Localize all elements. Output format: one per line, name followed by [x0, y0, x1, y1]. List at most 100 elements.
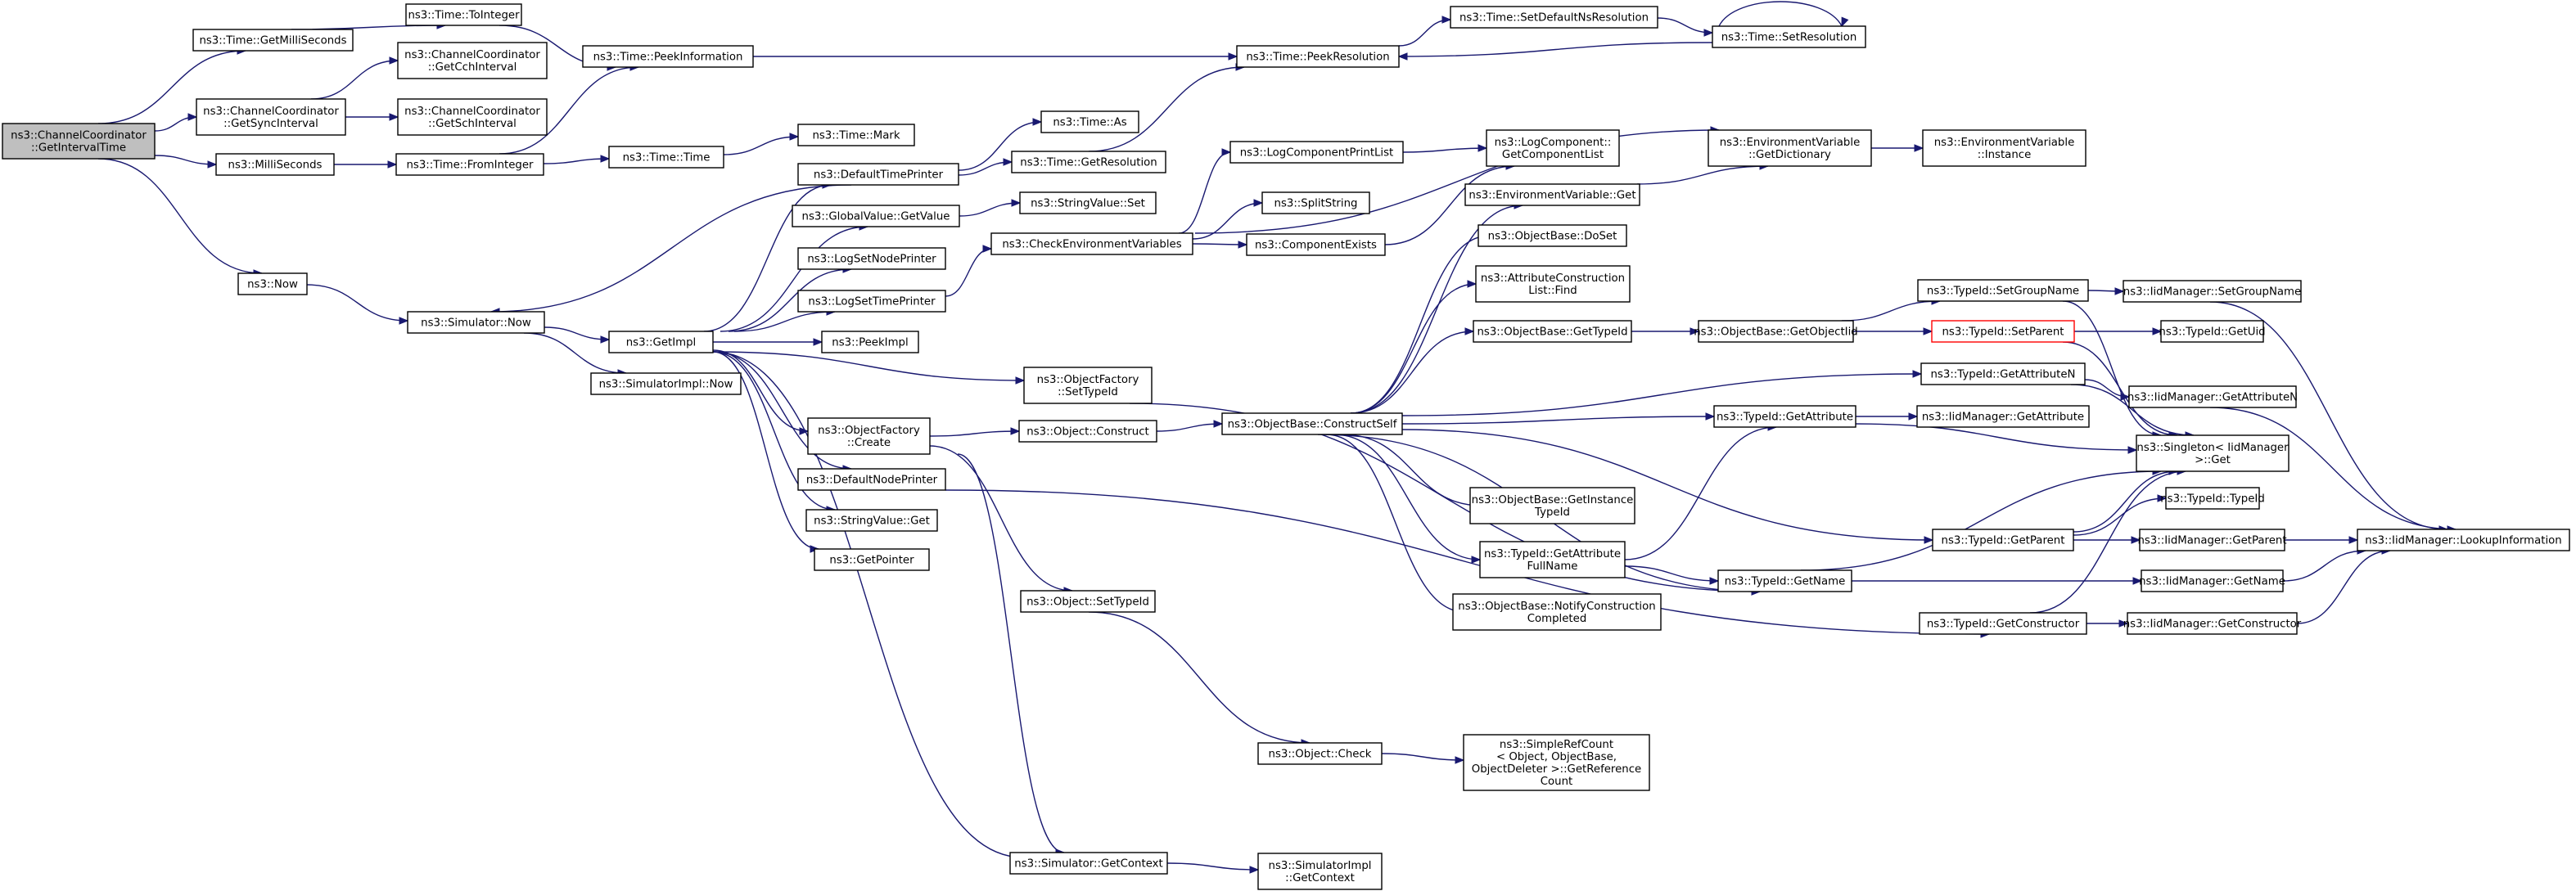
node-label: ns3::Time::ToInteger — [408, 10, 520, 22]
node-env-get[interactable]: ns3::EnvironmentVariable::Get — [1464, 183, 1640, 206]
node-def-time-pr[interactable]: ns3::DefaultTimePrinter — [797, 163, 959, 186]
node-to-integer[interactable]: ns3::Time::ToInteger — [405, 3, 522, 26]
node-env-inst[interactable]: ns3::EnvironmentVariable::Instance — [1922, 129, 2087, 167]
node-box — [1708, 129, 1872, 167]
node-singleton[interactable]: ns3::Singleton< IidManager>::Get — [2136, 434, 2290, 472]
call-edge — [713, 338, 823, 346]
node-from-int[interactable]: ns3::Time::FromInteger — [395, 153, 544, 176]
node-def-node-pr[interactable]: ns3::DefaultNodePrinter — [797, 468, 946, 491]
node-iid-lookup[interactable]: ns3::IidManager::LookupInformation — [2357, 529, 2570, 551]
node-iid-get-attr[interactable]: ns3::IidManager::GetAttribute — [1916, 405, 2090, 428]
node-peek-impl[interactable]: ns3::PeekImpl — [821, 331, 919, 353]
node-label: List::Find — [1528, 285, 1577, 297]
node-iid-get-attr-n[interactable]: ns3::IidManager::GetAttributeN — [2127, 385, 2298, 408]
node-box — [237, 272, 308, 295]
node-tid-get-parent[interactable]: ns3::TypeId::GetParent — [1932, 529, 2074, 551]
node-milli[interactable]: ns3::MilliSeconds — [215, 153, 335, 176]
node-time-mark[interactable]: ns3::Time::Mark — [797, 124, 915, 146]
node-box — [1020, 590, 1156, 613]
node-sim-now[interactable]: ns3::Simulator::Now — [407, 311, 545, 334]
node-simple-ref[interactable]: ns3::SimpleRefCount< Object, ObjectBase,… — [1463, 734, 1650, 791]
node-of-create[interactable]: ns3::ObjectFactory::Create — [807, 417, 931, 455]
node-ob-get-oid[interactable]: ns3::ObjectBase::GetObjectIid — [1694, 320, 1858, 343]
node-label: GetComponentList — [1502, 149, 1604, 161]
node-box — [797, 247, 946, 270]
node-log-comp-list[interactable]: ns3::LogComponent::GetComponentList — [1486, 129, 1620, 167]
node-ob-do-set[interactable]: ns3::ObjectBase::DoSet — [1477, 224, 1627, 247]
node-get-milli[interactable]: ns3::Time::GetMilliSeconds — [192, 29, 354, 52]
node-sim-impl-now[interactable]: ns3::SimulatorImpl::Now — [590, 372, 742, 395]
node-gv-get[interactable]: ns3::GlobalValue::GetValue — [792, 205, 960, 227]
node-box — [1922, 129, 2087, 167]
node-label: ns3::SimpleRefCount — [1500, 739, 1613, 751]
node-get-res[interactable]: ns3::Time::GetResolution — [1011, 151, 1166, 173]
node-box — [1018, 420, 1157, 443]
node-tid-get-attr-n[interactable]: ns3::TypeId::GetAttributeN — [1920, 362, 2086, 385]
node-obj-check[interactable]: ns3::Object::Check — [1257, 742, 1383, 765]
node-sim-get-ctx[interactable]: ns3::Simulator::GetContext — [1009, 852, 1168, 875]
node-box — [805, 509, 938, 532]
node-ob-construct-self[interactable]: ns3::ObjectBase::ConstructSelf — [1221, 412, 1403, 435]
node-label: ns3::Now — [247, 279, 298, 291]
node-tid-get-attr[interactable]: ns3::TypeId::GetAttribute — [1713, 405, 1856, 428]
node-label: ns3::Time::GetMilliSeconds — [199, 35, 346, 47]
node-box — [608, 331, 714, 353]
node-of-set-tid[interactable]: ns3::ObjectFactory::SetTypeId — [1023, 367, 1153, 404]
node-get-cch[interactable]: ns3::ChannelCoordinator::GetCchInterval — [397, 42, 548, 79]
node-tid-set-group[interactable]: ns3::TypeId::SetGroupName — [1917, 279, 2089, 302]
node-log-time-pr[interactable]: ns3::LogSetTimePrinter — [797, 290, 946, 313]
node-get-sync[interactable]: ns3::ChannelCoordinator::GetSyncInterval — [196, 98, 346, 136]
node-iid-get-name[interactable]: ns3::IidManager::GetName — [2139, 569, 2285, 592]
node-root[interactable]: ns3::ChannelCoordinator::GetIntervalTime — [2, 123, 156, 160]
node-label: ns3::ObjectBase::NotifyConstruction — [1458, 601, 1655, 613]
node-peek-res[interactable]: ns3::Time::PeekResolution — [1236, 45, 1400, 68]
node-tid-set-parent[interactable]: ns3::TypeId::SetParent — [1931, 320, 2075, 343]
node-get-impl[interactable]: ns3::GetImpl — [608, 331, 714, 353]
node-sv-set[interactable]: ns3::StringValue::Set — [1019, 191, 1157, 214]
node-sv-get[interactable]: ns3::StringValue::Get — [805, 509, 938, 532]
node-set-res[interactable]: ns3::Time::SetResolution — [1712, 25, 1866, 48]
node-iid-set-group[interactable]: ns3::IidManager::SetGroupName — [2123, 280, 2302, 303]
node-sim-impl-ctx[interactable]: ns3::SimulatorImpl::GetContext — [1257, 853, 1383, 890]
node-label: ns3::SimulatorImpl::Now — [599, 379, 733, 391]
node-label: ::GetSyncInterval — [223, 118, 318, 130]
node-label: ns3::TypeId::GetParent — [1942, 535, 2065, 547]
node-box — [1712, 25, 1866, 48]
node-tid-get-uid[interactable]: ns3::TypeId::GetUid — [2159, 320, 2266, 343]
node-box — [1713, 405, 1856, 428]
node-label: < Object, ObjectBase, — [1496, 751, 1617, 763]
node-obj-construct[interactable]: ns3::Object::Construct — [1018, 420, 1157, 443]
node-now[interactable]: ns3::Now — [237, 272, 308, 295]
node-ob-notify[interactable]: ns3::ObjectBase::NotifyConstructionCompl… — [1452, 593, 1662, 631]
node-label: ns3::IidManager::GetParent — [2137, 535, 2286, 547]
node-env-dict[interactable]: ns3::EnvironmentVariable::GetDictionary — [1708, 129, 1872, 167]
node-comp-exists[interactable]: ns3::ComponentExists — [1246, 233, 1386, 256]
node-obj-set-tid[interactable]: ns3::Object::SetTypeId — [1020, 590, 1156, 613]
node-tid-get-name[interactable]: ns3::TypeId::GetName — [1717, 569, 1852, 592]
node-get-sch[interactable]: ns3::ChannelCoordinator::GetSchInterval — [397, 98, 548, 136]
node-check-env[interactable]: ns3::CheckEnvironmentVariables — [990, 232, 1193, 255]
node-tid-type-id[interactable]: ns3::TypeId::TypeId — [2160, 487, 2265, 510]
node-time-as[interactable]: ns3::Time::As — [1040, 110, 1139, 133]
call-edge — [1350, 327, 1475, 414]
call-edge — [543, 155, 611, 164]
node-log-node-pr[interactable]: ns3::LogSetNodePrinter — [797, 247, 946, 270]
node-split-str[interactable]: ns3::SplitString — [1261, 191, 1370, 214]
node-box — [1261, 191, 1370, 214]
node-iid-get-ctor[interactable]: ns3::IidManager::GetConstructor — [2123, 612, 2302, 635]
node-label: ns3::Object::Construct — [1026, 426, 1148, 439]
node-ob-get-tid[interactable]: ns3::ObjectBase::GetTypeId — [1473, 320, 1632, 343]
node-log-comp-print[interactable]: ns3::LogComponentPrintList — [1229, 141, 1404, 164]
node-get-ptr[interactable]: ns3::GetPointer — [814, 548, 930, 571]
node-set-def-ns[interactable]: ns3::Time::SetDefaultNsResolution — [1450, 6, 1658, 29]
node-iid-get-parent[interactable]: ns3::IidManager::GetParent — [2137, 529, 2287, 551]
node-label: ns3::GlobalValue::GetValue — [802, 211, 950, 223]
call-edge — [753, 52, 1238, 61]
node-peek-info[interactable]: ns3::Time::PeekInformation — [582, 45, 754, 68]
node-time-time[interactable]: ns3::Time::Time — [608, 146, 724, 169]
node-tid-get-ctor[interactable]: ns3::TypeId::GetConstructor — [1919, 612, 2087, 635]
node-label: TypeId — [1534, 506, 1570, 519]
